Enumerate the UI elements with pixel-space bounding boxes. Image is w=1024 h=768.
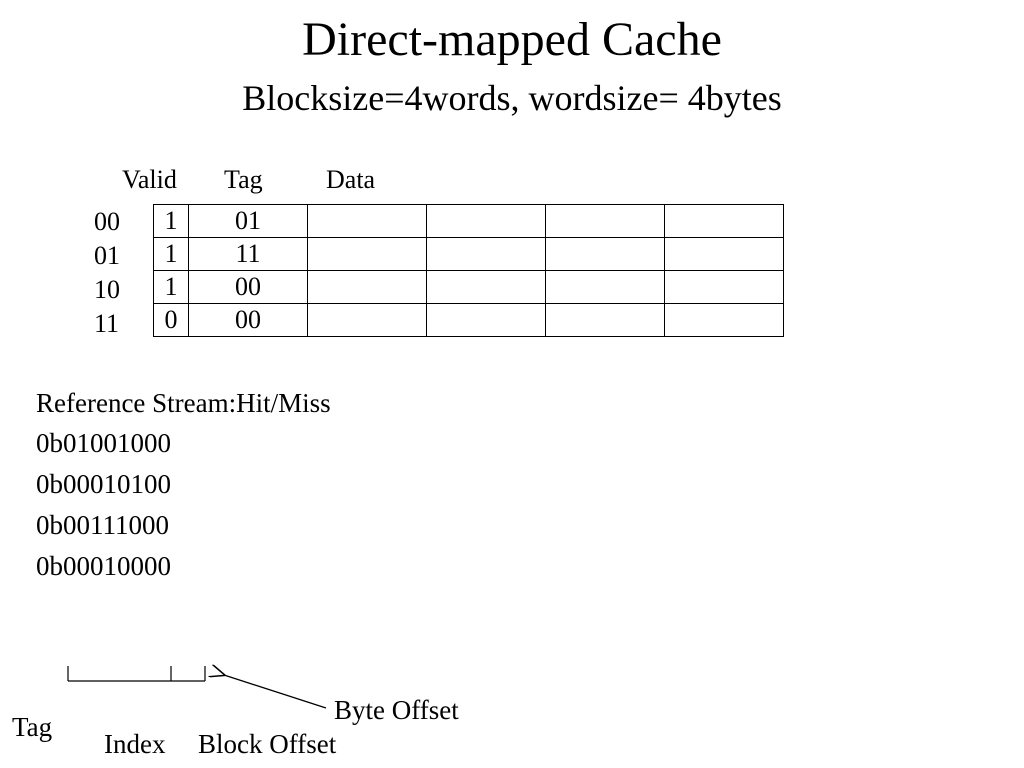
row-index-label: 00 (94, 207, 120, 236)
valid-cell: 1 (153, 237, 189, 271)
valid-column-header: Valid (122, 165, 177, 194)
data-cell (307, 303, 427, 337)
data-cell (426, 204, 546, 238)
address-field-bracket (67, 666, 206, 682)
tag-cell: 00 (188, 303, 308, 337)
data-cell (664, 270, 784, 304)
valid-cell: 1 (153, 204, 189, 238)
data-cell (545, 270, 665, 304)
cache-row: 1 01 (153, 204, 784, 238)
data-cell (545, 237, 665, 271)
valid-cell: 0 (153, 303, 189, 337)
valid-cell: 1 (153, 270, 189, 304)
reference-stream-heading: Reference Stream:Hit/Miss (36, 388, 331, 418)
data-cell (545, 303, 665, 337)
data-cell (664, 237, 784, 271)
reference-address: 0b00010000 (36, 551, 171, 581)
data-cell (307, 270, 427, 304)
cache-row: 0 00 (153, 303, 784, 337)
cache-table: 1 01 1 11 1 00 0 00 (153, 204, 784, 337)
data-cell (664, 303, 784, 337)
data-cell (426, 237, 546, 271)
page-subtitle: Blocksize=4words, wordsize= 4bytes (242, 78, 782, 118)
cache-row: 1 00 (153, 270, 784, 304)
byte-offset-label: Byte Offset (334, 695, 459, 725)
reference-address: 0b01001000 (36, 428, 171, 458)
row-index-label: 01 (94, 241, 120, 270)
block-offset-field-label: Block Offset (198, 729, 337, 759)
page-title: Direct-mapped Cache (302, 13, 722, 66)
row-index-label: 10 (94, 275, 120, 304)
tag-column-header: Tag (224, 165, 263, 194)
tag-field-label: Tag (12, 712, 53, 742)
data-cell (664, 204, 784, 238)
tag-cell: 11 (188, 237, 308, 271)
tag-cell: 01 (188, 204, 308, 238)
data-cell (426, 303, 546, 337)
data-cell (545, 204, 665, 238)
index-field-label: Index (104, 729, 166, 759)
tag-cell: 00 (188, 270, 308, 304)
byte-offset-arrow (224, 675, 327, 709)
reference-address: 0b00010100 (36, 469, 171, 499)
row-index-label: 11 (94, 309, 120, 338)
reference-address: 0b00111000 (36, 510, 169, 540)
data-cell (307, 237, 427, 271)
data-cell (426, 270, 546, 304)
data-cell (307, 204, 427, 238)
data-column-header: Data (326, 165, 376, 194)
cache-row: 1 11 (153, 237, 784, 271)
